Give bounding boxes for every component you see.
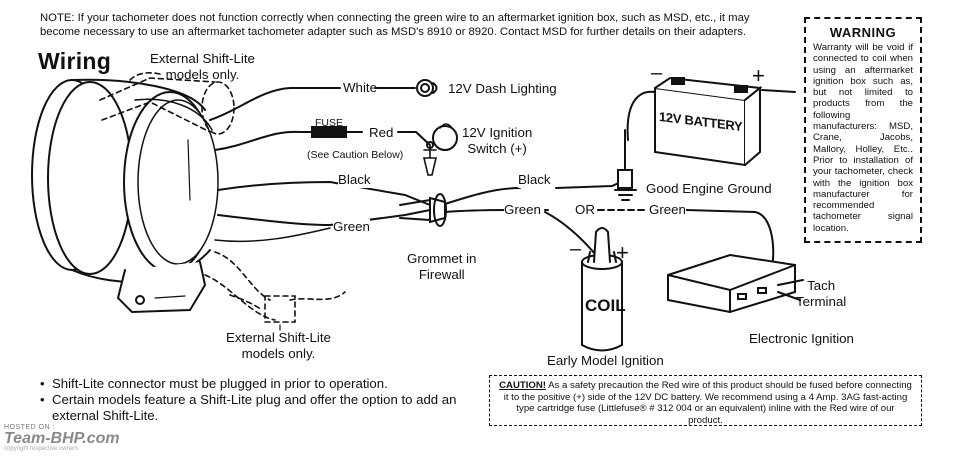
caution-box: CAUTION! As a safety precaution the Red … xyxy=(489,375,922,426)
green-wire-left-label: Green xyxy=(333,219,370,235)
coil-minus-label: – xyxy=(570,238,582,260)
black-wire-left-label: Black xyxy=(338,172,371,188)
notes-list: Shift-Lite connector must be plugged in … xyxy=(40,376,460,424)
ext-shiftlite-bottom-line2: models only. xyxy=(241,346,316,361)
warning-body: Warranty will be void if connected to co… xyxy=(813,42,913,234)
white-wire-label: White xyxy=(343,80,377,95)
coil-drawing xyxy=(581,227,623,352)
dash-lighting-label: 12V Dash Lighting xyxy=(448,81,557,96)
tach-terminal-line2: Terminal xyxy=(796,294,847,309)
warning-box: WARNING Warranty will be void if connect… xyxy=(804,17,922,243)
warning-title: WARNING xyxy=(829,25,897,40)
ext-shiftlite-bottom-label: External Shift-Lite models only. xyxy=(226,330,331,362)
ext-shiftlite-bottom-line1: External Shift-Lite xyxy=(226,330,331,345)
ignition-switch-line1: 12V Ignition xyxy=(462,125,533,140)
external-shiftlite-bottom-drawing xyxy=(204,251,346,323)
early-ignition-label: Early Model Ignition xyxy=(547,353,664,368)
electronic-ignition-label: Electronic Ignition xyxy=(749,331,854,346)
grommet-label: Grommet in Firewall xyxy=(407,251,476,283)
note-text: NOTE: If your tachometer does not functi… xyxy=(40,12,750,38)
page-title: Wiring xyxy=(38,48,112,74)
caution-text: As a safety precaution the Red wire of t… xyxy=(503,380,912,426)
watermark-line1: HOSTED ON : xyxy=(4,424,56,431)
grommet-line1: Grommet in xyxy=(407,251,477,266)
green-wire-right-label: Green xyxy=(649,202,686,218)
coil-plus-label: + xyxy=(616,240,629,265)
watermark: HOSTED ON : Team-BHP.com copyright respe… xyxy=(4,424,120,452)
battery-drawing xyxy=(654,76,796,167)
external-shiftlite-top-drawing xyxy=(99,72,235,135)
red-wire-label: Red xyxy=(369,125,394,140)
green-wire-mid-label: Green xyxy=(504,202,541,218)
black-wire-right-label: Black xyxy=(518,172,551,188)
tach-terminal-line1: Tach xyxy=(807,278,836,293)
list-item: Shift-Lite connector must be plugged in … xyxy=(40,376,460,392)
grommet-line2: Firewall xyxy=(418,267,465,282)
ignition-switch-line2: Switch (+) xyxy=(467,141,527,156)
electronic-ignition-drawing xyxy=(667,253,804,314)
watermark-logo: Team-BHP.com xyxy=(4,430,120,447)
coil-label: COIL xyxy=(585,296,626,315)
fuse-label: FUSE xyxy=(315,117,344,129)
ext-shiftlite-top-label: External Shift-Lite models only. xyxy=(150,51,255,83)
watermark-line3: copyright respective owners xyxy=(4,446,79,452)
see-caution-label: (See Caution Below) xyxy=(307,149,404,161)
engine-ground-label: Good Engine Ground xyxy=(646,181,772,196)
tachometer-drawing xyxy=(31,78,219,314)
ext-shiftlite-top-line2: models only. xyxy=(165,67,240,82)
caution-heading: CAUTION! xyxy=(499,380,547,391)
tach-terminal-label: Tach Terminal xyxy=(796,278,846,310)
battery-plus-label: + xyxy=(752,63,765,88)
or-label: OR xyxy=(575,202,595,218)
ignition-switch-label: 12V Ignition Switch (+) xyxy=(462,125,532,157)
ext-shiftlite-top-line1: External Shift-Lite xyxy=(150,51,255,66)
battery-minus-label: – xyxy=(651,62,663,84)
list-item: Certain models feature a Shift-Lite plug… xyxy=(40,392,460,424)
